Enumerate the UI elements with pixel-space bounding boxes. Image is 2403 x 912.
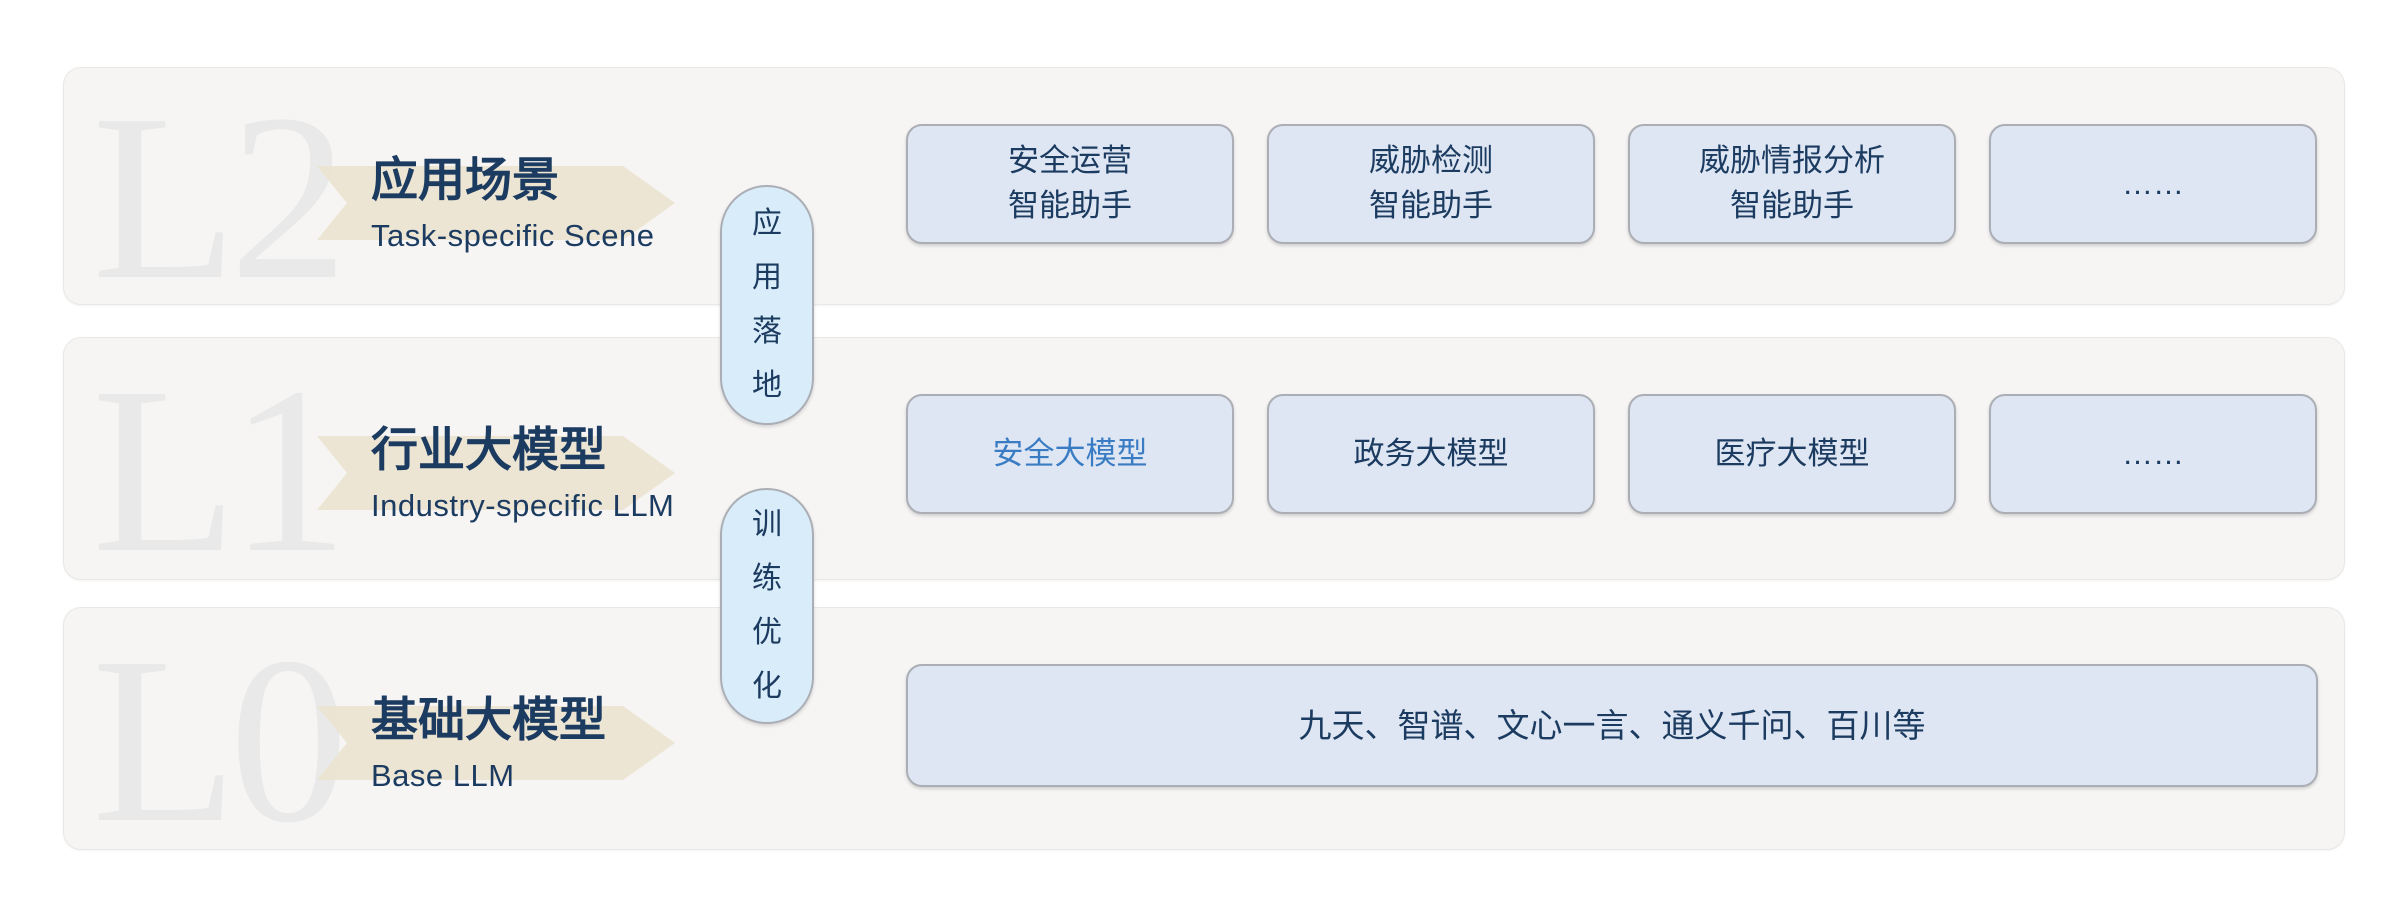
watermark-l2: L2 xyxy=(92,67,348,305)
box-threat-intel-analysis-assistant: 威胁情报分析 智能助手 xyxy=(1628,124,1956,244)
layer-subtitle-l0: Base LLM xyxy=(371,757,515,793)
banner-arrow-icon xyxy=(317,706,675,780)
banner-arrow-icon xyxy=(317,436,675,510)
box-row-l1: 安全大模型 政务大模型 医疗大模型 …… xyxy=(906,394,2317,514)
box-ellipsis-l2: …… xyxy=(1989,124,2317,244)
banner-arrow-icon xyxy=(317,166,675,240)
box-ellipsis-l1: …… xyxy=(1989,394,2317,514)
box-medical-llm: 医疗大模型 xyxy=(1628,394,1956,514)
layer-title-block-l2: 应用场景 Task-specific Scene xyxy=(371,154,654,254)
box-base-llm-vendors: 九天、智谱、文心一言、通义千问、百川等 xyxy=(906,664,2318,787)
box-threat-detection-assistant: 威胁检测 智能助手 xyxy=(1267,124,1595,244)
box-row-l2: 安全运营 智能助手 威胁检测 智能助手 威胁情报分析 智能助手 …… xyxy=(906,124,2317,244)
layer-title-block-l0: 基础大模型 Base LLM xyxy=(371,694,606,794)
layer-title-block-l1: 行业大模型 Industry-specific LLM xyxy=(371,424,674,524)
layer-title-l0: 基础大模型 xyxy=(371,693,606,746)
box-government-llm: 政务大模型 xyxy=(1267,394,1595,514)
layer-panel-l2: L2 应用场景 Task-specific Scene 安全运营 智能助手 威胁… xyxy=(63,67,2345,305)
connector-pill-training-optimization: 训 练 优 化 xyxy=(720,488,814,724)
layer-title-l2: 应用场景 xyxy=(371,153,559,206)
layer-title-l1: 行业大模型 xyxy=(371,423,606,476)
watermark-l0: L0 xyxy=(92,608,348,850)
layer-subtitle-l1: Industry-specific LLM xyxy=(371,487,675,523)
box-security-ops-assistant: 安全运营 智能助手 xyxy=(906,124,1234,244)
layer-subtitle-l2: Task-specific Scene xyxy=(371,217,655,253)
box-row-l0: 九天、智谱、文心一言、通义千问、百川等 xyxy=(906,664,2318,787)
layer-panel-l1: L1 行业大模型 Industry-specific LLM 安全大模型 政务大… xyxy=(63,337,2345,580)
watermark-l1: L1 xyxy=(92,338,348,580)
connector-pill-application-deployment: 应 用 落 地 xyxy=(720,185,814,425)
box-security-llm: 安全大模型 xyxy=(906,394,1234,514)
layer-panel-l0: L0 基础大模型 Base LLM 九天、智谱、文心一言、通义千问、百川等 xyxy=(63,607,2345,850)
